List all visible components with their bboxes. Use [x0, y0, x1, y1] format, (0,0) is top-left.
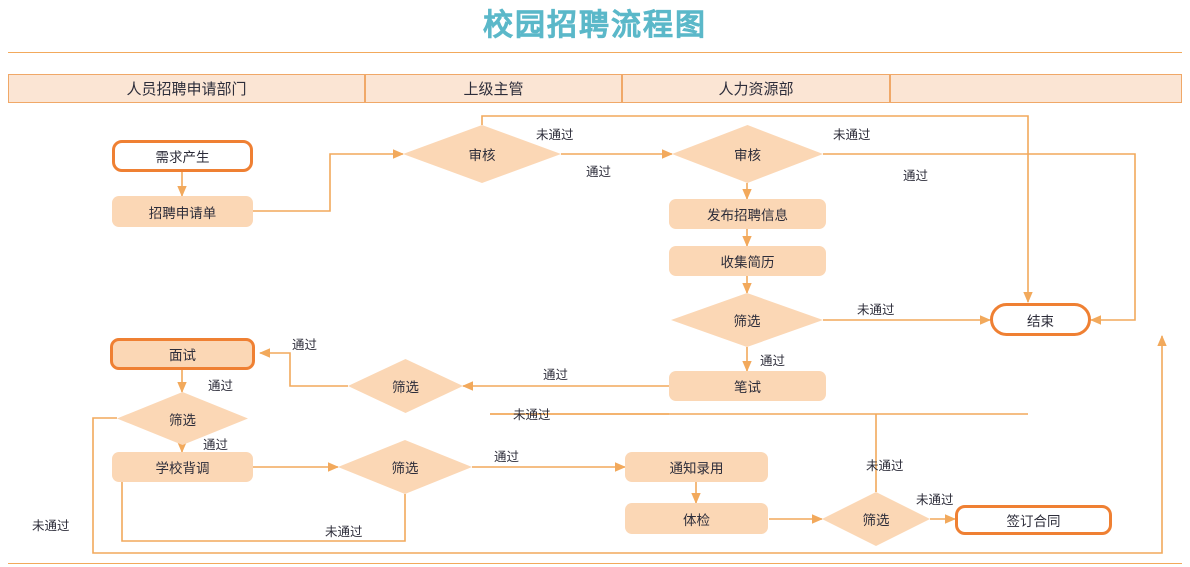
edge-label-screen3-fail: 未通过 — [32, 519, 70, 533]
node-sign-contract[interactable]: 签订合同 — [955, 505, 1112, 535]
node-label: 签订合同 — [1006, 514, 1061, 529]
page-title: 校园招聘流程图 — [483, 9, 707, 42]
node-publish-posting[interactable]: 发布招聘信息 — [669, 199, 826, 229]
node-review-supervisor[interactable]: 审核 — [403, 125, 561, 183]
edge-label-screen3-pass: 通过 — [203, 438, 229, 452]
node-label: 通知录用 — [669, 461, 724, 476]
node-label: 面试 — [169, 348, 196, 363]
edge-label-screen5-fail: 未通过 — [866, 459, 904, 473]
node-label: 收集简历 — [720, 255, 775, 270]
edge-label-review2-fail: 未通过 — [833, 128, 871, 142]
lane-header-2: 人力资源部 — [622, 74, 890, 103]
node-medical-exam[interactable]: 体检 — [625, 503, 768, 534]
edge-label-screen5-pass: 未通过 — [916, 493, 954, 507]
node-notify-offer[interactable]: 通知录用 — [625, 452, 768, 482]
chart-bottom-divider — [8, 563, 1182, 564]
node-written-test[interactable]: 笔试 — [669, 371, 826, 401]
lane-header-label: 上级主管 — [463, 81, 524, 98]
edge-label-screen1-pass: 通过 — [760, 354, 786, 368]
node-collect-resumes[interactable]: 收集简历 — [669, 246, 826, 276]
edge-label-review1-fail: 未通过 — [536, 128, 574, 142]
lane-header-label: 人员招聘申请部门 — [126, 81, 247, 98]
node-label: 学校背调 — [155, 461, 210, 476]
lane-header-1: 上级主管 — [365, 74, 622, 103]
node-end[interactable]: 结束 — [990, 303, 1091, 336]
node-interview[interactable]: 面试 — [110, 338, 255, 370]
node-label: 笔试 — [734, 380, 761, 395]
edge-label-written-fail: 未通过 — [513, 408, 551, 422]
edge-label-screen4-pass: 通过 — [494, 450, 520, 464]
lane-header-label: 人力资源部 — [718, 81, 794, 98]
edge-label-screen4-fail: 未通过 — [325, 525, 363, 539]
title-divider — [8, 52, 1182, 53]
lane-header-3 — [890, 74, 1182, 103]
node-screen-resumes[interactable]: 筛选 — [671, 293, 823, 347]
lane-header-0: 人员招聘申请部门 — [8, 74, 365, 103]
node-label: 需求产生 — [155, 150, 210, 165]
node-screen-written[interactable]: 筛选 — [348, 359, 463, 413]
node-label: 筛选 — [862, 513, 890, 528]
node-label: 筛选 — [733, 314, 761, 329]
edge-label-screen2-pass: 通过 — [292, 338, 318, 352]
node-label: 招聘申请单 — [148, 205, 217, 221]
node-label: 审核 — [734, 148, 761, 163]
node-background-check[interactable]: 学校背调 — [112, 452, 253, 482]
node-demand[interactable]: 需求产生 — [112, 140, 253, 172]
node-label: 审核 — [468, 148, 496, 163]
node-screen-background[interactable]: 筛选 — [338, 440, 472, 494]
node-label: 筛选 — [169, 412, 196, 428]
node-review-hr[interactable]: 审核 — [672, 125, 823, 183]
node-label: 结束 — [1027, 313, 1054, 329]
node-screen-medical[interactable]: 筛选 — [822, 492, 930, 546]
node-application-form[interactable]: 招聘申请单 — [112, 196, 253, 227]
edge-label-screen1-fail: 未通过 — [857, 303, 895, 317]
node-screen-interview[interactable]: 筛选 — [117, 392, 248, 445]
edge-label-review1-pass: 通过 — [586, 165, 612, 179]
node-label: 体检 — [683, 512, 710, 528]
edge-label-written-pass: 通过 — [543, 368, 569, 382]
node-label: 发布招聘信息 — [707, 208, 788, 223]
node-label: 筛选 — [392, 380, 419, 395]
edge-label-review2-pass: 通过 — [903, 169, 929, 183]
edge-label-interview-pass: 通过 — [208, 379, 234, 393]
node-label: 筛选 — [391, 461, 419, 476]
